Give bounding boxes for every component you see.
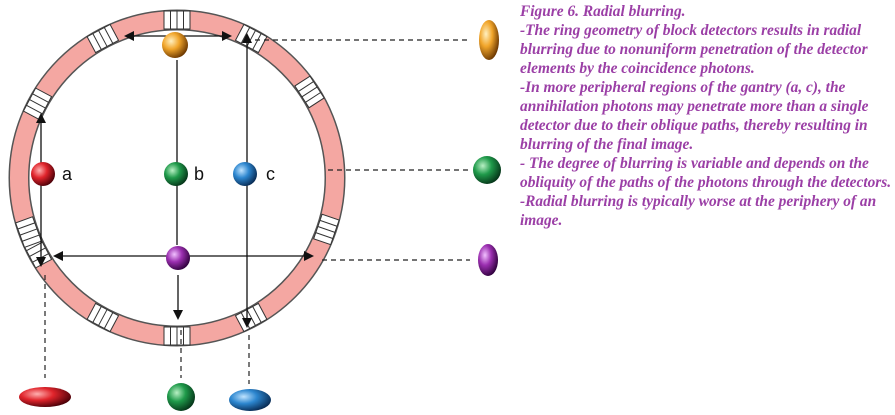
projection-lines — [44, 39, 470, 384]
detector-block — [86, 23, 120, 54]
label-b: b — [194, 164, 204, 184]
source-a: a — [31, 162, 73, 186]
image-spot-orange — [479, 20, 499, 60]
detector-block — [163, 326, 191, 346]
label-c: c — [266, 164, 275, 184]
source-bottom-purple — [166, 246, 190, 270]
detector-block — [294, 75, 325, 109]
source-top-orange — [162, 32, 188, 58]
caption-paragraph: -Radial blurring is typically worse at t… — [520, 193, 877, 229]
source-c: c — [233, 162, 275, 186]
source-b: b — [164, 162, 204, 186]
caption-title: Figure 6. Radial blurring. — [520, 3, 686, 20]
image-spot-green-bottom — [167, 383, 195, 411]
image-spot-red — [19, 387, 71, 407]
caption-paragraph: -The ring geometry of block detectors re… — [520, 22, 868, 77]
caption-paragraph: - The degree of blurring is variable and… — [520, 155, 892, 191]
detector-blocks — [14, 10, 340, 346]
detector-block — [14, 216, 43, 248]
image-spot-purple — [478, 244, 498, 276]
detector-block — [313, 213, 340, 246]
detector-block — [86, 302, 120, 333]
image-spot-blue — [229, 389, 271, 411]
label-a: a — [62, 164, 73, 184]
image-spot-green — [473, 156, 501, 184]
radial-blurring-diagram: a b c — [8, 9, 501, 411]
figure-caption: Figure 6. Radial blurring. -The ring geo… — [520, 2, 892, 230]
detector-block — [22, 87, 53, 121]
detector-block — [163, 10, 191, 30]
caption-paragraph: -In more peripheral regions of the gantr… — [520, 79, 869, 153]
